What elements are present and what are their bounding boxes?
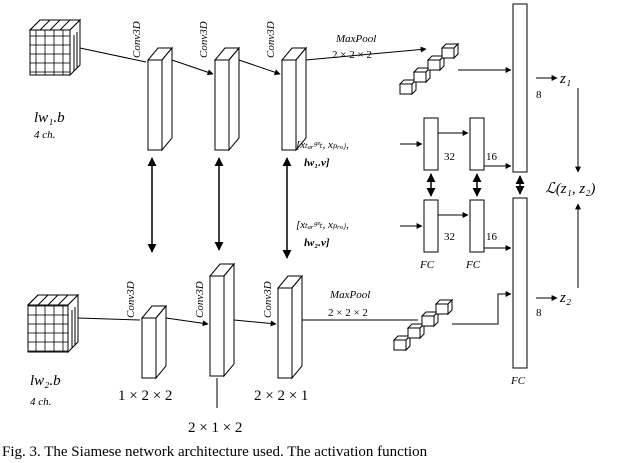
extra-input-top-line1: [xₜₐᵣᵍᵉₜ, xₚᵣₒⱼ, — [296, 139, 349, 151]
fc-16-bottom-size: 16 — [486, 231, 498, 243]
conv-label-top-3: Conv3D — [265, 21, 277, 58]
pooled-cubes-bottom — [392, 298, 454, 352]
fc-32-top — [423, 117, 439, 171]
conv-label-top-1: Conv3D — [131, 21, 143, 58]
maxpool-label-bottom: MaxPool — [329, 289, 370, 301]
input-channels-top: 4 ch. — [34, 129, 55, 141]
arrow-conv2-conv3-top — [238, 59, 281, 76]
input-label-top: lw₁.b — [34, 110, 65, 126]
arrow-input-conv-top — [79, 47, 147, 63]
fc-16-top-size: 16 — [486, 151, 498, 163]
maxpool-label-top: MaxPool — [335, 33, 376, 45]
conv-block-bottom-1 — [140, 304, 168, 380]
conv-label-bottom-3: Conv3D — [262, 281, 274, 318]
input-channels-bottom: 4 ch. — [30, 396, 51, 408]
loss-label: ℒ(z₁, z₂) — [545, 181, 595, 197]
kernel-label-1: 1 × 2 × 2 — [118, 388, 172, 404]
input-label-bottom: lw₂.b — [30, 373, 61, 389]
arrow-conv3-pool-top — [305, 46, 427, 61]
arrow-pool-fc-bottom — [452, 291, 512, 325]
fc-32-bottom — [423, 199, 439, 253]
conv-label-top-2: Conv3D — [198, 21, 210, 58]
conv-block-bottom-2 — [208, 262, 236, 378]
output-z2: z₂ — [559, 290, 571, 306]
conv-block-top-2 — [213, 46, 241, 152]
fc-8-bottom-size: 8 — [536, 307, 542, 319]
fc-label-1: FC — [419, 259, 435, 271]
fc-8-top — [512, 3, 528, 173]
fc-16-top — [469, 117, 485, 171]
fc-16-bottom — [469, 199, 485, 253]
fc-label-2: FC — [465, 259, 481, 271]
pooled-cubes-top — [398, 42, 460, 96]
fc-32-top-size: 32 — [444, 151, 455, 163]
arrow-conv2-conv3-bottom — [233, 319, 277, 327]
fc-8-bottom — [512, 197, 528, 369]
input-cube-bottom — [26, 293, 80, 354]
conv-block-top-1 — [146, 46, 174, 152]
arrow-conv1-conv2-bottom — [165, 317, 209, 327]
extra-input-bottom-line2: lw₂.v] — [304, 237, 330, 249]
kernel-label-2: 2 × 1 × 2 — [188, 420, 242, 436]
conv-block-bottom-3 — [276, 274, 304, 380]
maxpool-size-bottom: 2 × 2 × 2 — [328, 307, 368, 319]
conv-label-bottom-1: Conv3D — [125, 281, 137, 318]
figure-caption: Fig. 3. The Siamese network architecture… — [2, 444, 428, 460]
fc-label-3: FC — [510, 375, 526, 387]
arrow-input-conv-bottom — [77, 317, 141, 321]
conv-label-bottom-2: Conv3D — [194, 281, 206, 318]
extra-input-top-line2: lw₁.v] — [304, 157, 330, 169]
kernel-label-3: 2 × 2 × 1 — [254, 388, 308, 404]
fc-8-top-size: 8 — [536, 89, 542, 101]
maxpool-size-top: 2 × 2 × 2 — [332, 49, 372, 61]
conv-block-top-3 — [280, 46, 308, 152]
arrow-conv1-conv2-top — [171, 59, 214, 76]
extra-input-bottom-line1: [xₜₐᵣᵍᵉₜ, xₚᵣₒⱼ, — [296, 219, 349, 231]
input-cube-top — [28, 18, 82, 77]
output-z1: z₁ — [559, 71, 571, 87]
fc-32-bottom-size: 32 — [444, 231, 455, 243]
